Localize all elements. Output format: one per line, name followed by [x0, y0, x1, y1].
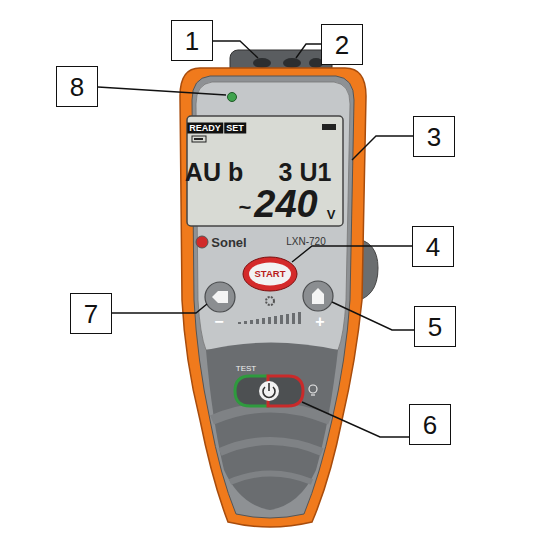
stripe [230, 474, 312, 483]
callout-number: 2 [335, 32, 349, 58]
arrow-symbol [312, 288, 324, 304]
leader-line [332, 302, 414, 330]
unit-label: V [327, 208, 336, 221]
lower-panel [206, 343, 338, 511]
voltage-value: 240 [254, 185, 317, 223]
battery-icon [322, 124, 336, 130]
callout-number: 3 [427, 124, 441, 150]
right-button [303, 281, 333, 311]
stripe [220, 441, 322, 452]
callout-box: 5 [414, 306, 456, 347]
callout-box: 7 [70, 293, 112, 334]
callout-box: 8 [56, 66, 98, 107]
battery-fill [194, 138, 203, 140]
power-symbol [268, 383, 270, 391]
display-reading: AU b [185, 160, 243, 185]
level-bar [238, 312, 301, 324]
start-button [243, 257, 297, 291]
leader-line [296, 44, 321, 58]
minus-sign: − [214, 314, 223, 330]
logo-mark [196, 236, 208, 248]
callout-box: 6 [409, 404, 451, 445]
power-button-face [259, 381, 279, 401]
callout-number: 7 [84, 301, 98, 327]
arrow-symbol [212, 291, 228, 303]
battery-icon [192, 136, 206, 142]
gear-symbol [266, 297, 274, 305]
test-socket [283, 58, 301, 68]
leader-line [213, 41, 258, 58]
callout-box: 1 [171, 20, 213, 61]
start-button-face [249, 263, 291, 286]
lamp-symbol [311, 394, 315, 395]
display-reading: 3 U1 [279, 160, 332, 185]
display-tag: READY [187, 123, 223, 134]
leader-lines [98, 41, 414, 437]
leader-line [112, 304, 207, 313]
callout-number: 6 [423, 412, 437, 438]
callout-box: 3 [413, 116, 455, 157]
model-name: LXN-720 [286, 237, 325, 247]
status-led [228, 93, 237, 102]
leader-line [302, 402, 409, 437]
test-socket [253, 58, 271, 68]
display-tag: SET [224, 123, 246, 134]
leader-line [292, 246, 412, 262]
orange-housing [180, 68, 366, 527]
left-button [205, 282, 235, 312]
ac-symbol: ~ [239, 197, 252, 219]
lamp-symbol [309, 385, 317, 393]
callout-number: 5 [428, 314, 442, 340]
callout-box: 4 [412, 226, 454, 267]
callout-number: 8 [70, 74, 84, 100]
button-label: START [255, 269, 286, 279]
button-label: TEST [236, 365, 256, 373]
callout-number: 1 [185, 28, 199, 54]
callout-number: 4 [426, 234, 440, 260]
leader-line [98, 87, 226, 95]
callout-box: 2 [321, 24, 363, 65]
brand-logo: Sonel [211, 236, 246, 249]
plus-sign: + [315, 314, 324, 330]
leader-line [352, 136, 413, 160]
stripe [212, 408, 330, 421]
